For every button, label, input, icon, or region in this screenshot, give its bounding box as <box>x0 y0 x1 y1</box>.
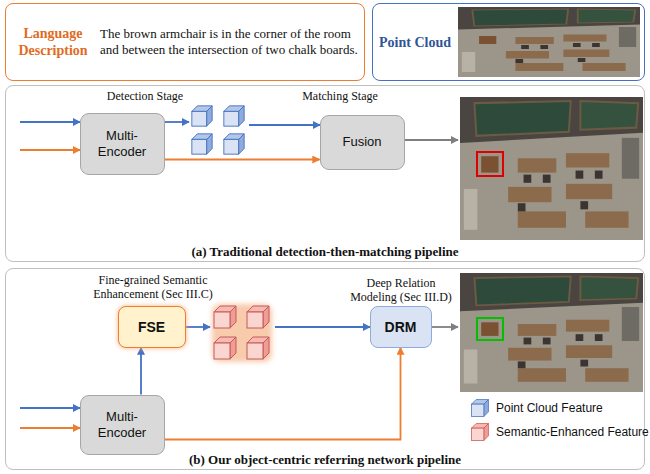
node-title: (b) Our object-centric referring network… <box>6 452 644 467</box>
stage-label: Fine-grained Semantic Enhancement (Sec I… <box>83 273 223 301</box>
flow-arrow <box>165 348 401 440</box>
fusion-box: Fusion <box>320 115 405 170</box>
node-title: Language Description <box>12 25 94 59</box>
encoder-box: Multi- Encoder <box>80 395 165 455</box>
node-title: DRM <box>385 319 417 335</box>
node-title: Point Cloud <box>377 34 453 51</box>
flow-arrow <box>165 159 320 161</box>
node-title: Multi- Encoder <box>91 409 154 441</box>
legend-item: Semantic-Enhanced Feature <box>470 422 649 442</box>
legend-sample <box>470 398 490 418</box>
result-image <box>460 273 643 392</box>
node-title: (a) Traditional detection-then-matching … <box>6 244 644 259</box>
stage-label: Deep Relation Modeling (Sec III.D) <box>346 276 456 304</box>
fse-module: FSE <box>118 306 186 348</box>
point-cloud-image <box>458 7 640 77</box>
feature-cubes <box>192 106 244 154</box>
prediction-box <box>477 318 503 340</box>
enhanced-feature-cubes <box>212 304 272 362</box>
legend-item: Point Cloud Feature <box>470 398 603 418</box>
node-title: FSE <box>138 319 165 335</box>
encoder-box: Multi- Encoder <box>80 113 165 175</box>
legend-text: Semantic-Enhanced Feature <box>490 425 649 439</box>
legend-text: Point Cloud Feature <box>490 401 603 415</box>
legend-sample <box>470 422 490 442</box>
node-title: Fusion <box>342 134 381 150</box>
stage-label: Matching Stage <box>285 89 395 103</box>
drm-module: DRM <box>370 306 432 348</box>
description-box: Language DescriptionThe brown armchair i… <box>5 3 365 81</box>
node-title: Multi- Encoder <box>91 128 154 160</box>
node-text: The brown armchair is in the corner of t… <box>94 26 358 58</box>
stage-label: Detection Stage <box>90 89 200 103</box>
point-cloud-box: Point Cloud <box>372 3 645 81</box>
flow-arrow <box>140 348 142 395</box>
prediction-box <box>477 152 503 176</box>
result-image <box>460 97 643 240</box>
pipeline-panel: (a) Traditional detection-then-matching … <box>5 85 645 262</box>
